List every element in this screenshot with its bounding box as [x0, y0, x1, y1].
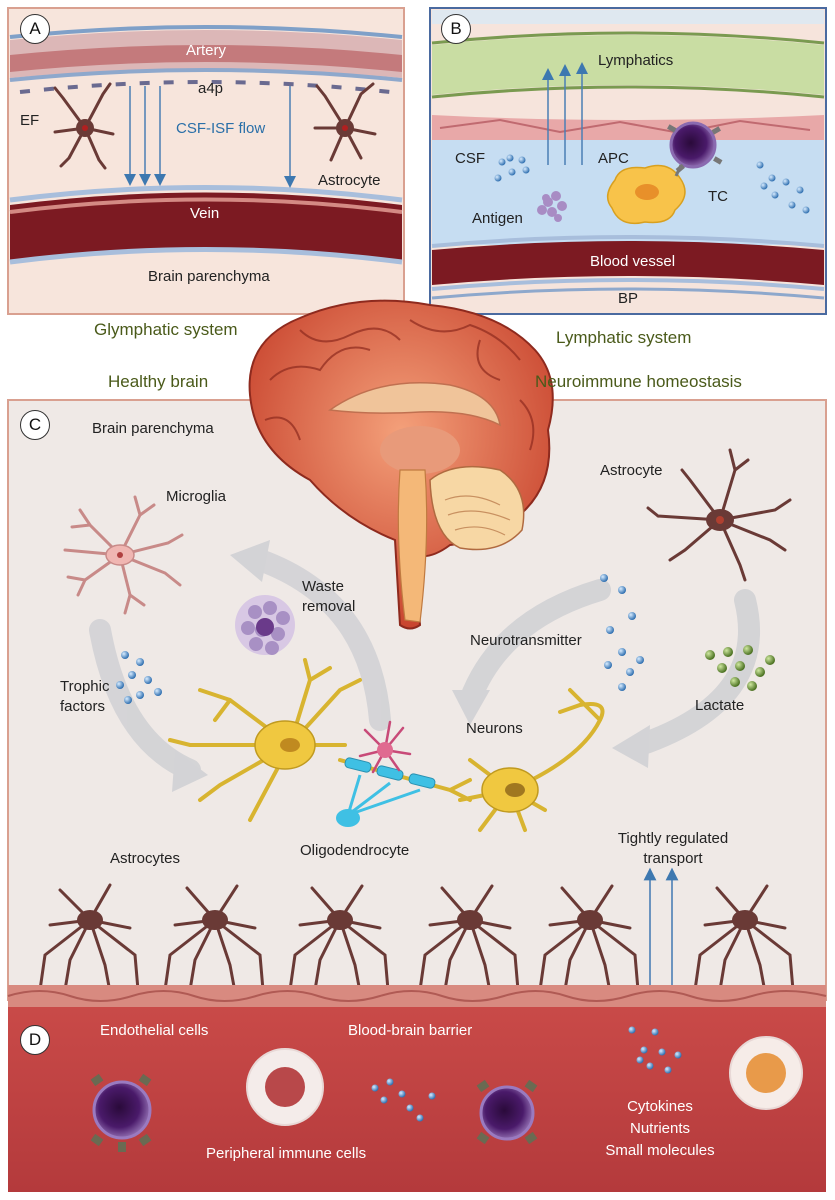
label-trophic-2: factors [60, 698, 106, 715]
neuron-myelinated [168, 658, 472, 822]
label-microglia: Microglia [166, 488, 227, 505]
panel-c [7, 299, 827, 1007]
astrocyte-a-left [53, 82, 115, 170]
astrocyte-c [646, 448, 792, 582]
label-csf: CSF [455, 150, 485, 167]
label-peripheral: Peripheral immune cells [206, 1145, 367, 1162]
label-neurons: Neurons [466, 720, 523, 737]
label-blood-vessel: Blood vessel [590, 253, 676, 270]
t-cell [667, 121, 723, 177]
label-a4p: a4p [198, 80, 224, 97]
label-brain-parenchyma-a: Brain parenchyma [148, 268, 270, 285]
oligodendrocyte-cell [336, 774, 421, 827]
label-ef: EF [20, 112, 40, 129]
panel-d [8, 1007, 826, 1192]
immune-cell-orange [729, 1036, 803, 1110]
label-astrocyte-a: Astrocyte [318, 172, 381, 189]
waste-cluster [235, 595, 295, 655]
brain-illustration [248, 299, 554, 630]
astrocyte-row [38, 883, 795, 994]
label-small-molecules: Small molecules [605, 1142, 715, 1159]
label-astrocytes: Astrocytes [110, 850, 181, 867]
label-apc: APC [598, 150, 629, 167]
label-nutrients: Nutrients [629, 1120, 691, 1137]
label-bbb: Blood-brain barrier [348, 1022, 473, 1039]
label-trophic-1: Trophic [60, 678, 110, 695]
microglia-cell [63, 495, 184, 615]
label-antigen: Antigen [472, 210, 523, 227]
microglia-small [358, 720, 412, 774]
header-neuroimmune: Neuroimmune homeostasis [535, 372, 742, 391]
label-neurotransmitter: Neurotransmitter [470, 632, 582, 649]
neurotransmitter-molecules [600, 574, 644, 691]
label-tc: TC [708, 188, 728, 205]
blood-molecules [371, 1026, 682, 1122]
antigen-cluster [537, 191, 567, 222]
label-artery: Artery [186, 42, 227, 59]
panel-a [7, 7, 405, 315]
label-tight-1: Tightly regulated [617, 830, 729, 847]
panel-letter-c: C [20, 410, 50, 440]
header-healthy-brain: Healthy brain [108, 372, 209, 391]
flow-arrows-gray [89, 549, 760, 781]
csf-molecules [494, 154, 810, 214]
label-tight-2: transport [643, 850, 703, 867]
caption-glymphatic: Glymphatic system [94, 320, 238, 339]
label-lymphatics: Lymphatics [598, 52, 674, 69]
immune-cell-purple-2 [476, 1079, 538, 1145]
label-vein: Vein [190, 205, 220, 222]
label-waste-2: removal [302, 598, 356, 615]
label-waste-1: Waste [302, 578, 344, 595]
label-csf-isf-flow: CSF-ISF flow [176, 120, 266, 137]
myelin-sheath [344, 757, 436, 789]
apc-cell [606, 164, 686, 225]
panel-letter-b: B [441, 14, 471, 44]
panel-b [429, 7, 827, 315]
caption-lymphatic: Lymphatic system [556, 328, 692, 347]
panel-letter-a: A [20, 14, 50, 44]
panel-letter-d: D [20, 1025, 50, 1055]
immune-cell-purple-1 [90, 1073, 152, 1152]
label-cytokines: Cytokines [627, 1098, 693, 1115]
lactate-molecules [705, 645, 775, 691]
immune-cell-pale [246, 1048, 324, 1126]
trophic-factor-molecules [116, 651, 162, 704]
label-endothelial: Endothelial cells [100, 1022, 209, 1039]
astrocyte-a-right [313, 82, 377, 162]
label-oligodendrocyte: Oligodendrocyte [300, 842, 410, 859]
label-astrocyte-c: Astrocyte [600, 462, 663, 479]
label-lactate: Lactate [695, 697, 745, 714]
label-brain-parenchyma-c: Brain parenchyma [92, 420, 214, 437]
label-bp: BP [618, 290, 639, 307]
